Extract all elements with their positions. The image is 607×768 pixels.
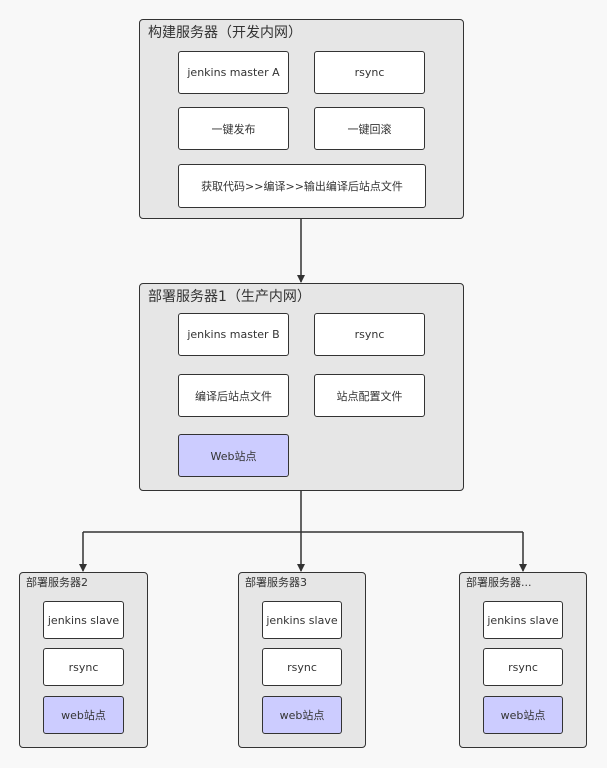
node-one-click-publish[interactable]: 一键发布 — [178, 107, 289, 150]
node-build-pipeline[interactable]: 获取代码>>编译>>输出编译后站点文件 — [178, 164, 426, 208]
node-rsync-n[interactable]: rsync — [483, 648, 563, 686]
node-compiled-site-files[interactable]: 编译后站点文件 — [178, 374, 289, 417]
node-rsync-3[interactable]: rsync — [262, 648, 342, 686]
node-web-site-n[interactable]: web站点 — [483, 696, 563, 734]
node-rsync-build[interactable]: rsync — [314, 51, 425, 94]
node-jenkins-slave-3[interactable]: jenkins slave — [262, 601, 342, 639]
node-rsync-deploy1[interactable]: rsync — [314, 313, 425, 356]
node-jenkins-master-a[interactable]: jenkins master A — [178, 51, 289, 94]
deploy-server-3-title: 部署服务器3 — [245, 576, 307, 589]
node-rsync-2[interactable]: rsync — [43, 648, 124, 686]
node-jenkins-slave-2[interactable]: jenkins slave — [43, 601, 124, 639]
node-web-site-3[interactable]: web站点 — [262, 696, 342, 734]
deploy-server-n-title: 部署服务器... — [466, 576, 532, 589]
node-site-config-files[interactable]: 站点配置文件 — [314, 374, 425, 417]
deploy-server-1-title: 部署服务器1（生产内网） — [148, 289, 311, 305]
deploy-server-2-title: 部署服务器2 — [26, 576, 88, 589]
node-jenkins-slave-n[interactable]: jenkins slave — [483, 601, 563, 639]
node-one-click-rollback[interactable]: 一键回滚 — [314, 107, 425, 150]
build-server-title: 构建服务器（开发内网） — [148, 25, 302, 41]
node-web-site-2[interactable]: web站点 — [43, 696, 124, 734]
node-web-site-deploy1[interactable]: Web站点 — [178, 434, 289, 477]
node-jenkins-master-b[interactable]: jenkins master B — [178, 313, 289, 356]
